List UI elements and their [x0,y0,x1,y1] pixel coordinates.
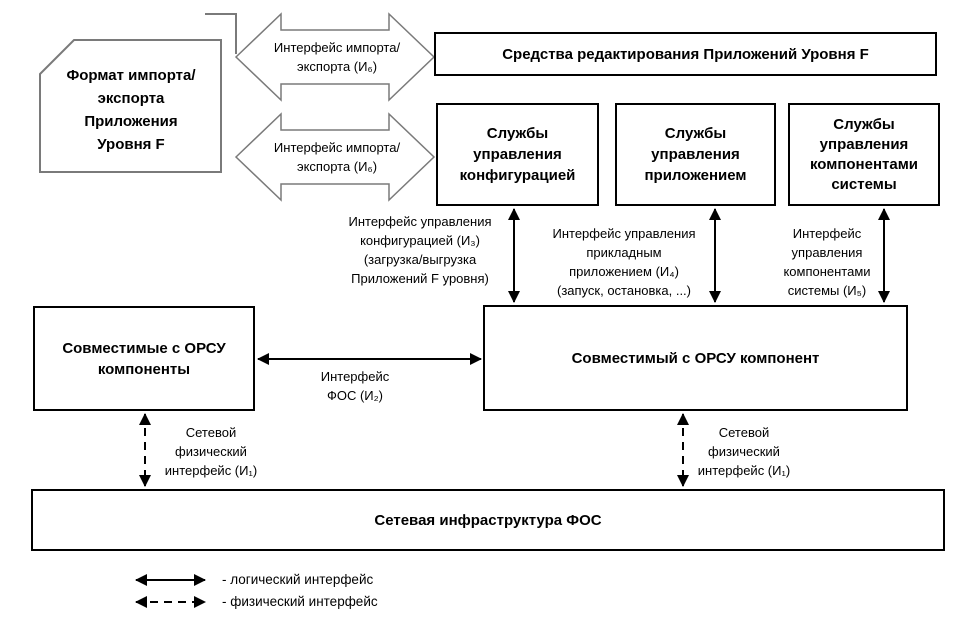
app-mgmt-interface-label: Интерфейс управления прикладным приложен… [552,226,696,298]
fos-interface-label: Интерфейс ФОС (И₂) [320,369,390,403]
editor-box: Средства редактирования Приложений Уровн… [434,32,937,76]
config-services-box: Службы управления конфигурацией [436,103,599,206]
import-export-interface-label-top: Интерфейс импорта/ экспорта (И₆) [273,40,401,74]
import-export-interface-label-bottom: Интерфейс импорта/ экспорта (И₆) [273,140,401,174]
system-components-services-box: Службы управления компонентами системы [788,103,940,206]
component-mgmt-interface-label: Интерфейс управления компонентами систем… [783,226,871,298]
app-services-box: Службы управления приложением [615,103,776,206]
compatible-component-box: Совместимый с ОРСУ компонент [483,305,908,411]
elbow-connector [205,13,237,54]
network-interface-label-right: Сетевой физический интерфейс (И₁) [697,425,791,478]
network-infrastructure-box: Сетевая инфраструктура ФОС [31,489,945,551]
legend-logical-label: - логический интерфейс [222,572,374,587]
format-box-label: Формат импорта/ экспорта Приложения Уров… [66,67,196,153]
compatible-components-box: Совместимые с ОРСУ компоненты [33,306,255,411]
config-mgmt-interface-label: Интерфейс управления конфигурацией (И₃) … [348,214,492,286]
legend-physical-label: - физический интерфейс [222,594,378,609]
format-document-shape [39,39,222,173]
network-interface-label-left: Сетевой физический интерфейс (И₁) [164,425,258,478]
import-export-block-arrow-bottom [234,112,436,202]
